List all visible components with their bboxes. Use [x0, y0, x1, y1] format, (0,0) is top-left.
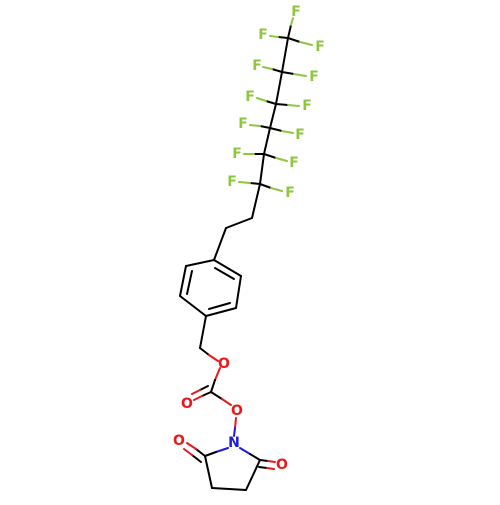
atom-label-fluorine: F — [252, 58, 262, 74]
bond — [186, 442, 197, 450]
bond — [199, 315, 207, 349]
bond — [269, 127, 283, 132]
bond — [249, 124, 261, 127]
bond — [263, 127, 271, 155]
bond — [259, 183, 272, 189]
bond — [199, 347, 210, 356]
cf-bonds — [238, 17, 313, 192]
bond — [221, 398, 232, 406]
bond — [210, 379, 216, 393]
bond — [251, 183, 261, 219]
atom-label-fluorine: F — [302, 98, 312, 114]
bond — [210, 391, 223, 400]
bond — [263, 153, 277, 159]
bond — [287, 37, 301, 43]
bond — [259, 153, 265, 185]
bond — [233, 427, 236, 437]
atom-label-fluorine: F — [315, 39, 325, 55]
atom-label-fluorine: F — [227, 174, 237, 190]
bond — [269, 35, 279, 38]
atom-label-fluorine: F — [291, 4, 301, 20]
bond — [281, 130, 294, 134]
atom-label-fluorine: F — [285, 185, 295, 201]
bond — [215, 447, 229, 453]
bond — [281, 37, 289, 73]
bond — [205, 307, 237, 317]
bond — [266, 467, 275, 470]
atom-label-oxygen: O — [231, 403, 243, 419]
atom-label-oxygen: O — [218, 356, 230, 372]
atom-label-fluorine: F — [245, 89, 255, 105]
bond — [249, 182, 261, 185]
bond — [211, 487, 247, 491]
bond — [290, 17, 294, 26]
bond — [195, 448, 206, 457]
bond — [262, 66, 273, 70]
bond — [204, 451, 217, 457]
bond — [281, 71, 295, 75]
bond — [214, 267, 235, 280]
atom-label-oxygen: O — [173, 433, 185, 449]
atom-label-oxygen: O — [181, 396, 193, 412]
bond — [267, 460, 276, 463]
atom-label-oxygen: O — [276, 457, 288, 473]
atom-label-fluorine: F — [232, 146, 242, 162]
bond — [265, 100, 277, 105]
atom-labels: F F F F F F F F F F F F F O O O N O O — [173, 4, 325, 473]
bond — [238, 181, 251, 184]
bond — [275, 71, 283, 105]
bond — [214, 367, 221, 381]
bond — [234, 417, 237, 429]
bond — [179, 295, 207, 317]
bond — [259, 459, 269, 462]
ester-bonds — [191, 315, 237, 437]
bond — [191, 454, 202, 463]
bond — [249, 453, 261, 461]
bond — [239, 447, 251, 455]
bond — [245, 459, 261, 491]
bond — [204, 455, 213, 489]
bond — [259, 125, 271, 129]
bond — [258, 466, 268, 469]
bond — [256, 97, 267, 102]
bond — [275, 157, 288, 162]
bond — [225, 217, 253, 229]
benzene-ring — [179, 259, 242, 317]
bond — [183, 448, 193, 456]
bond — [235, 275, 242, 309]
bond — [191, 389, 201, 395]
bond — [287, 24, 292, 39]
bond — [185, 259, 215, 267]
bond — [213, 227, 227, 261]
bond — [199, 385, 209, 391]
bond — [213, 259, 242, 277]
bond — [299, 41, 313, 46]
bond — [201, 391, 212, 397]
bond — [270, 187, 283, 192]
atom-label-fluorine: F — [309, 69, 319, 85]
bond — [271, 68, 283, 73]
bond — [186, 270, 193, 295]
bond — [208, 354, 219, 362]
atom-label-fluorine: F — [295, 127, 305, 143]
bond — [293, 73, 307, 77]
bond — [208, 302, 231, 310]
atom-label-fluorine: F — [238, 116, 248, 132]
bond — [193, 395, 203, 401]
atom-label-fluorine: F — [289, 155, 299, 171]
succinimide-ring — [183, 442, 276, 491]
atom-label-fluorine: F — [258, 27, 268, 43]
bond — [269, 103, 277, 129]
atom-label-nitrogen: N — [228, 435, 240, 451]
bond — [179, 265, 187, 297]
bond — [275, 103, 289, 106]
chain-bonds — [213, 37, 289, 261]
bond — [277, 36, 289, 39]
bond — [287, 104, 300, 107]
